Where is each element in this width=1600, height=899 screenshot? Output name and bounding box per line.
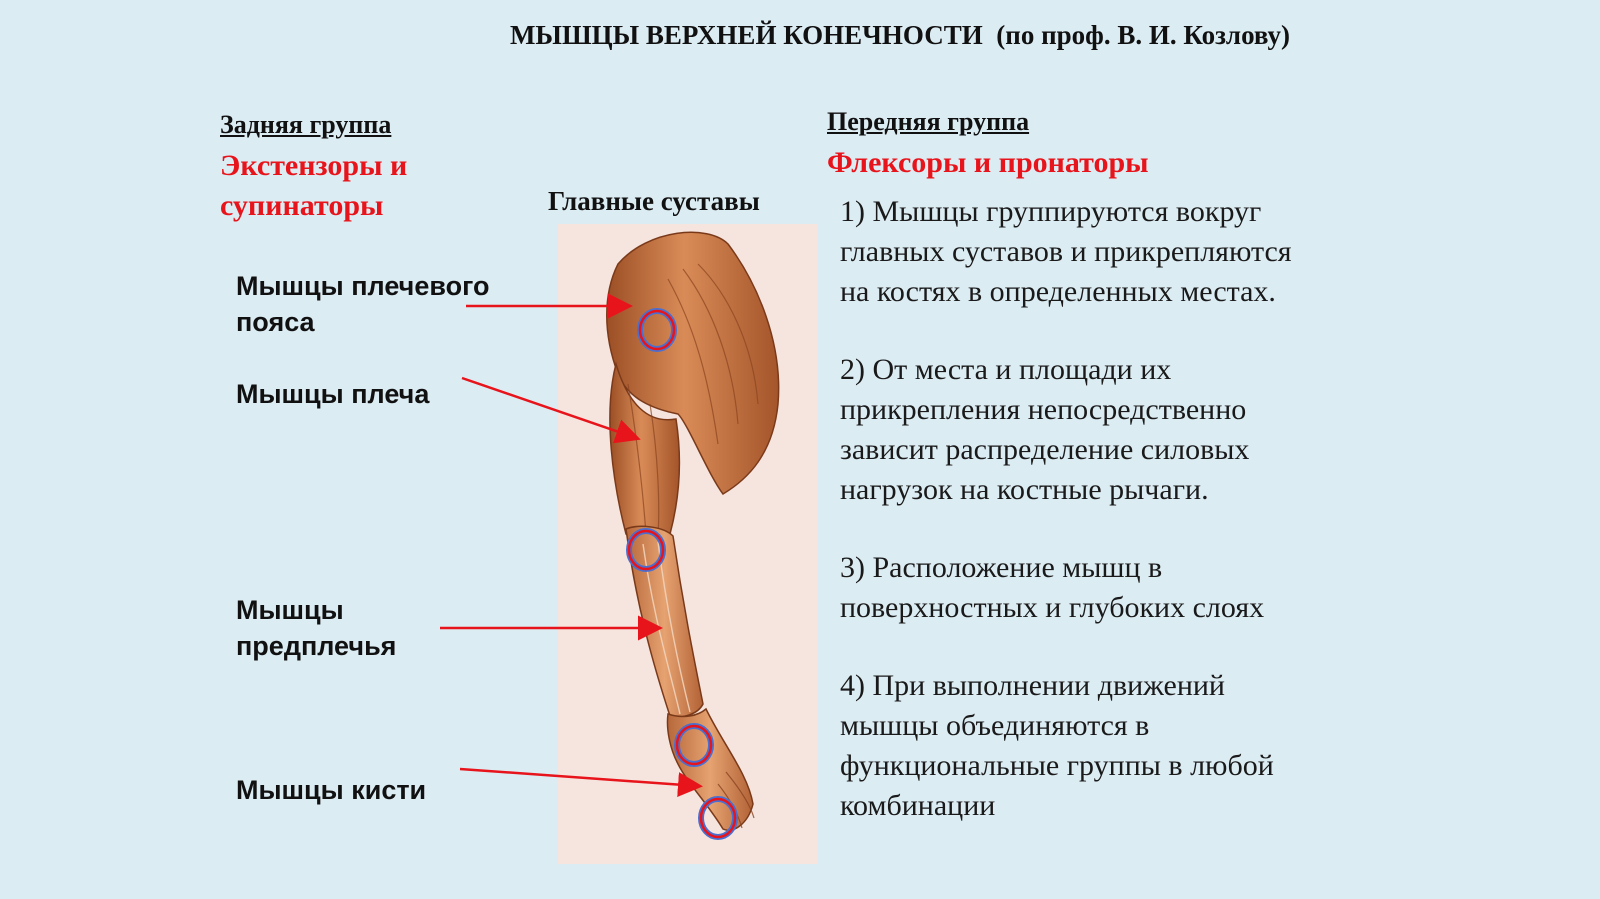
point-2-line2: прикрепления непосредственно xyxy=(840,393,1247,426)
point-1: 1) Мышцы группируются вокруг главных сус… xyxy=(840,192,1560,312)
joint-ring-icon xyxy=(637,308,677,352)
label-shoulder-girdle-line2: пояса xyxy=(236,307,315,337)
anterior-group-subtitle: Флексоры и пронаторы xyxy=(827,146,1149,179)
joint-ring-icon xyxy=(626,528,666,572)
point-4-line1: 4) При выполнении движений xyxy=(840,669,1225,702)
page-title: МЫШЦЫ ВЕРХНЕЙ КОНЕЧНОСТИ (по проф. В. И.… xyxy=(509,20,1291,50)
point-3-line1: 3) Расположение мышц в xyxy=(840,551,1163,584)
label-forearm-line2: предплечья xyxy=(236,631,397,661)
point-1-line3: на костях в определенных местах. xyxy=(840,275,1276,308)
point-4-line2: мышцы объединяются в xyxy=(840,709,1150,742)
point-3: 3) Расположение мышц в поверхностных и г… xyxy=(840,548,1560,628)
label-shoulder-girdle: Мышцы плечевого пояса xyxy=(236,268,489,340)
point-4-line4: комбинации xyxy=(840,789,996,822)
joints-title: Главные суставы xyxy=(548,186,760,216)
point-2-line1: 2) От места и площади их xyxy=(840,353,1172,386)
back-muscle-fibers xyxy=(667,263,759,445)
point-2-line3: зависит распределение силовых xyxy=(840,433,1250,466)
upper-arm-fibers xyxy=(627,383,660,537)
label-shoulder-girdle-line1: Мышцы плечевого xyxy=(236,271,490,301)
joint-ring-icon xyxy=(698,796,738,840)
posterior-subtitle-line1: Экстензоры и xyxy=(220,149,408,182)
point-4: 4) При выполнении движений мышцы объедин… xyxy=(840,666,1560,826)
label-arm: Мышцы плеча xyxy=(236,379,430,409)
arrow-hand xyxy=(459,767,703,798)
point-4-line3: функциональные группы в любой xyxy=(840,749,1274,782)
posterior-subtitle-line2: супинаторы xyxy=(220,189,384,222)
point-2-line4: нагрузок на костные рычаги. xyxy=(840,473,1209,506)
posterior-group-subtitle: Экстензоры и супинаторы xyxy=(220,146,407,226)
hand-muscle xyxy=(666,707,754,831)
point-2: 2) От места и площади их прикрепления не… xyxy=(840,350,1560,510)
label-forearm: Мышцы предплечья xyxy=(236,592,396,664)
posterior-group-heading: Задняя группа xyxy=(220,110,392,139)
point-1-line1: 1) Мышцы группируются вокруг xyxy=(840,195,1262,228)
label-hand: Мышцы кисти xyxy=(236,775,427,805)
point-1-line2: главных суставов и прикрепляются xyxy=(840,235,1292,268)
key-points-list: 1) Мышцы группируются вокруг главных сус… xyxy=(840,192,1560,864)
joint-ring-icon xyxy=(674,723,714,767)
anterior-group-heading: Передняя группа xyxy=(827,107,1030,136)
point-3-line2: поверхностных и глубоких слоях xyxy=(840,591,1265,624)
label-forearm-line1: Мышцы xyxy=(236,595,344,625)
arrow-arm xyxy=(461,376,641,444)
